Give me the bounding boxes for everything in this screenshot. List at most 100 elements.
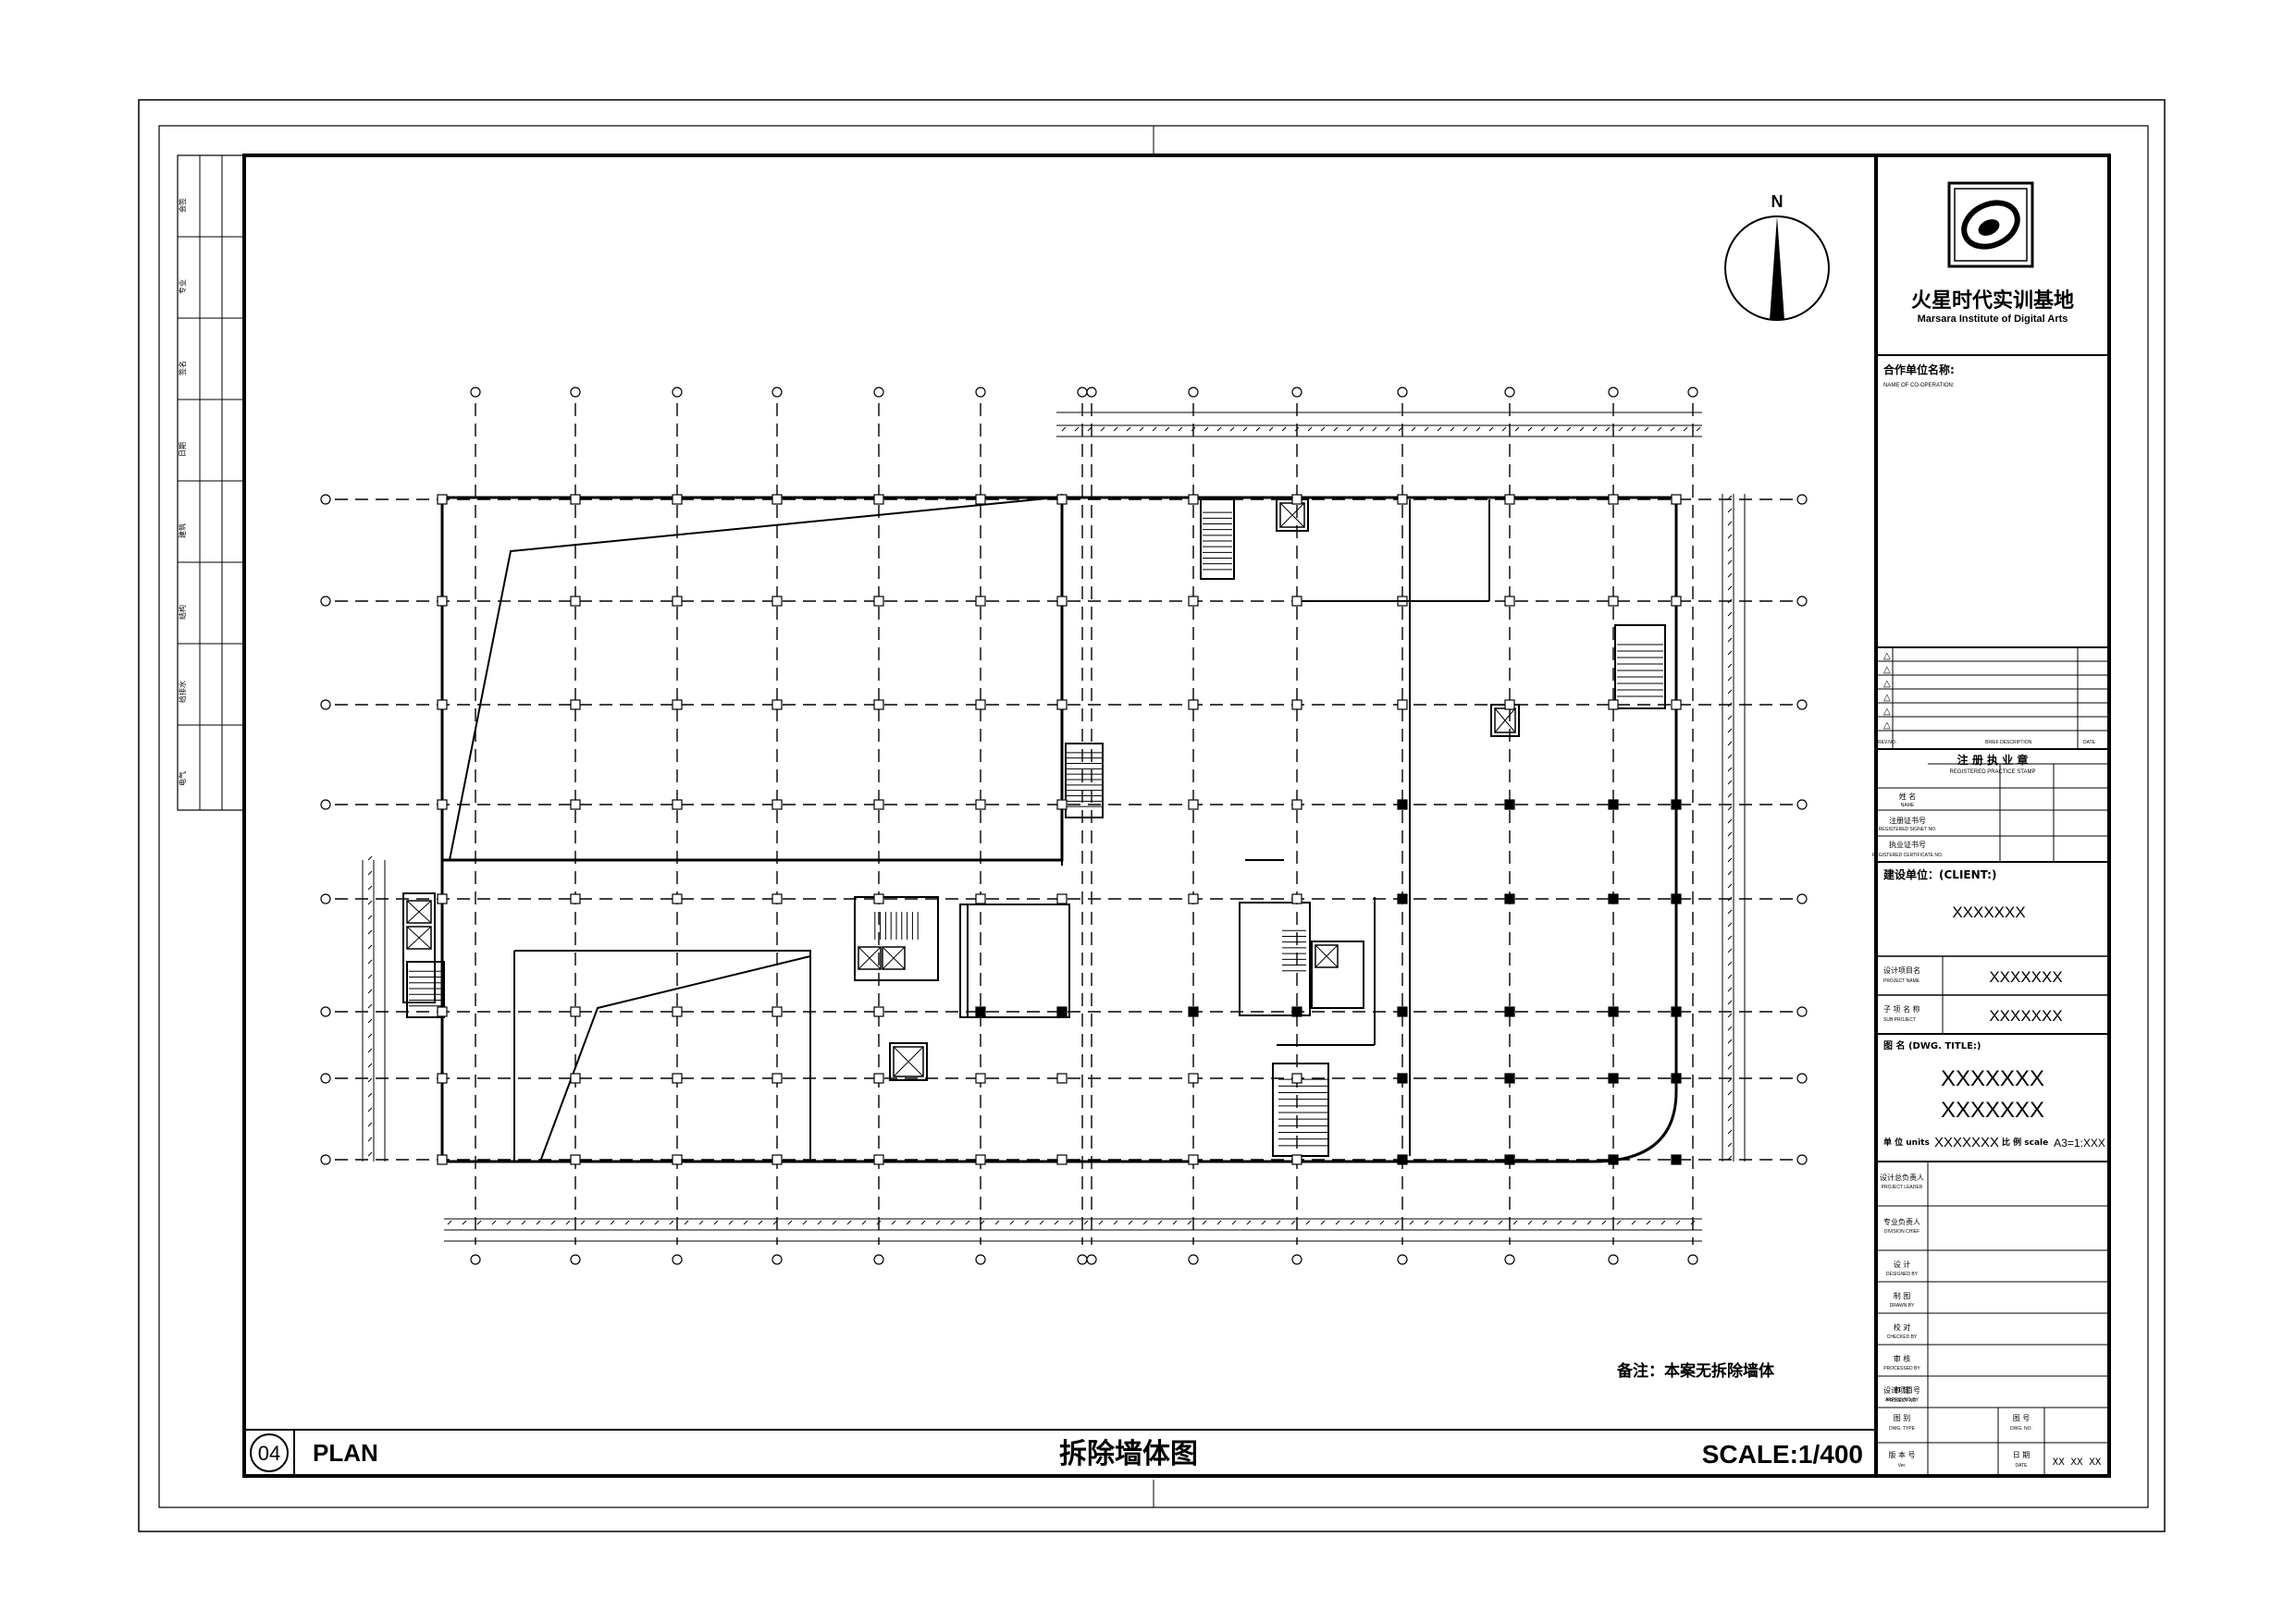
dimension-tick — [1255, 426, 1261, 432]
revision-header: BRIEF DESCRIPTION — [1985, 740, 2032, 745]
dimension-tick — [1616, 1220, 1622, 1225]
dimension-tick — [1157, 1220, 1163, 1225]
role-label-en: DIVISION CHIEF — [1884, 1229, 1920, 1235]
project-value: XXXXXXX — [1989, 968, 2062, 986]
role-label: 专业负责人 — [1883, 1217, 1920, 1226]
dimension-tick — [743, 1220, 748, 1225]
role-label-en: APPROVED BY — [1885, 1397, 1920, 1403]
grid-bubble — [1796, 799, 1808, 810]
dimension-tick — [1727, 1155, 1733, 1161]
structural-column — [570, 699, 581, 710]
structural-column — [1291, 1154, 1302, 1165]
dimension-tick — [1024, 1220, 1030, 1225]
dimension-tick — [1644, 426, 1649, 432]
dimension-tick — [1727, 883, 1733, 889]
dimension-tick — [1320, 1220, 1326, 1225]
dimension-tick — [1727, 844, 1733, 850]
dimension-tick — [1566, 426, 1572, 432]
grid-bubble — [672, 387, 683, 398]
role-label: 设计项目号 — [1883, 1385, 1920, 1395]
dimension-tick — [1305, 1220, 1311, 1225]
dimension-tick — [1727, 650, 1733, 656]
dimension-tick — [1727, 534, 1733, 539]
elevator-cross — [1315, 944, 1339, 968]
dimension-ticks — [367, 426, 1733, 1225]
structural-column — [772, 893, 783, 904]
ramp-lines — [449, 497, 1057, 1162]
dimension-tick — [846, 1220, 852, 1225]
structural-column — [975, 1154, 986, 1165]
grid-bubble — [1291, 387, 1302, 398]
dimension-tick — [1437, 426, 1442, 432]
grid-bubble — [873, 387, 884, 398]
signoff-strip: 会签 专业 签名 日期 建筑 结构 给排水 电气 — [177, 154, 245, 811]
dimension-tick — [1281, 426, 1287, 432]
dimension-tick — [1727, 1077, 1733, 1083]
dimension-tick — [1398, 426, 1403, 432]
dimension-tick — [491, 1220, 497, 1225]
dimension-tick — [802, 1220, 808, 1225]
dimension-tick — [1475, 426, 1481, 432]
grid-bubble — [1188, 387, 1199, 398]
dimension-tick — [891, 1220, 896, 1225]
dimension-tick — [1453, 1220, 1459, 1225]
role-label-en: CHECKED BY — [1887, 1334, 1918, 1340]
role-label: 校 对 — [1894, 1322, 1911, 1332]
dimension-tick — [1631, 426, 1636, 432]
dimension-tick — [367, 870, 373, 876]
dimension-tick — [1216, 426, 1222, 432]
dimension-tick — [920, 1220, 926, 1225]
date-value: XX XX XX — [2053, 1457, 2102, 1469]
sub-value: XXXXXXX — [1989, 1007, 2062, 1025]
dimension-tick — [1690, 1220, 1696, 1225]
dimension-tick — [1553, 426, 1559, 432]
dimension-tick — [1191, 426, 1196, 432]
dimension-tick — [965, 1220, 970, 1225]
dimension-tick — [1165, 426, 1170, 432]
dimension-tick — [595, 1220, 600, 1225]
grid-bubbles — [320, 387, 1808, 1265]
elevator-box — [882, 946, 906, 970]
elevator-box — [406, 900, 432, 924]
dimension-tick — [639, 1220, 645, 1225]
structural-column — [1188, 699, 1199, 710]
structural-column — [873, 799, 884, 810]
outer-border — [138, 99, 2166, 1532]
dimension-tick — [367, 1077, 373, 1083]
structural-column — [1188, 1073, 1199, 1084]
dimension-tick — [367, 1092, 373, 1098]
stamp-reg-en: REGISTERED SIGNET NO. — [1879, 827, 1937, 832]
grid-bubble — [975, 387, 986, 398]
dimension-tick — [367, 1122, 373, 1127]
dimension-tick — [367, 1033, 373, 1039]
dimension-tick — [1542, 1220, 1548, 1225]
structural-column — [873, 596, 884, 607]
dimension-tick — [1364, 1220, 1370, 1225]
dimension-tick — [1727, 585, 1733, 591]
grid-bubble — [1077, 1254, 1088, 1265]
grid-bubble — [1796, 494, 1808, 505]
dimension-tick — [861, 1220, 867, 1225]
scale-value: A3=1:XXX — [2054, 1137, 2105, 1150]
dimension-tick — [1409, 1220, 1414, 1225]
dimension-tick — [1727, 857, 1733, 863]
role-label-en: PROCESSED BY — [1883, 1366, 1920, 1371]
dimension-tick — [1498, 1220, 1503, 1225]
revision-marker: △ — [1883, 720, 1891, 731]
grid-bubble — [1796, 596, 1808, 607]
structural-column — [873, 1073, 884, 1084]
structural-column — [1608, 494, 1619, 505]
dimension-tick — [1527, 426, 1533, 432]
dimension-tick — [1646, 1220, 1651, 1225]
structural-column — [1397, 494, 1408, 505]
dimension-tick — [1320, 426, 1326, 432]
dimension-tick — [1727, 896, 1733, 902]
partitions — [967, 499, 1490, 1156]
sub-label-cn: 子 项 名 称 — [1883, 1004, 1920, 1014]
dimension-tick — [713, 1220, 719, 1225]
dimension-tick — [1268, 426, 1274, 432]
structural-column — [873, 699, 884, 710]
grid-bubble — [320, 1006, 331, 1017]
stair-treads — [406, 502, 1663, 1147]
